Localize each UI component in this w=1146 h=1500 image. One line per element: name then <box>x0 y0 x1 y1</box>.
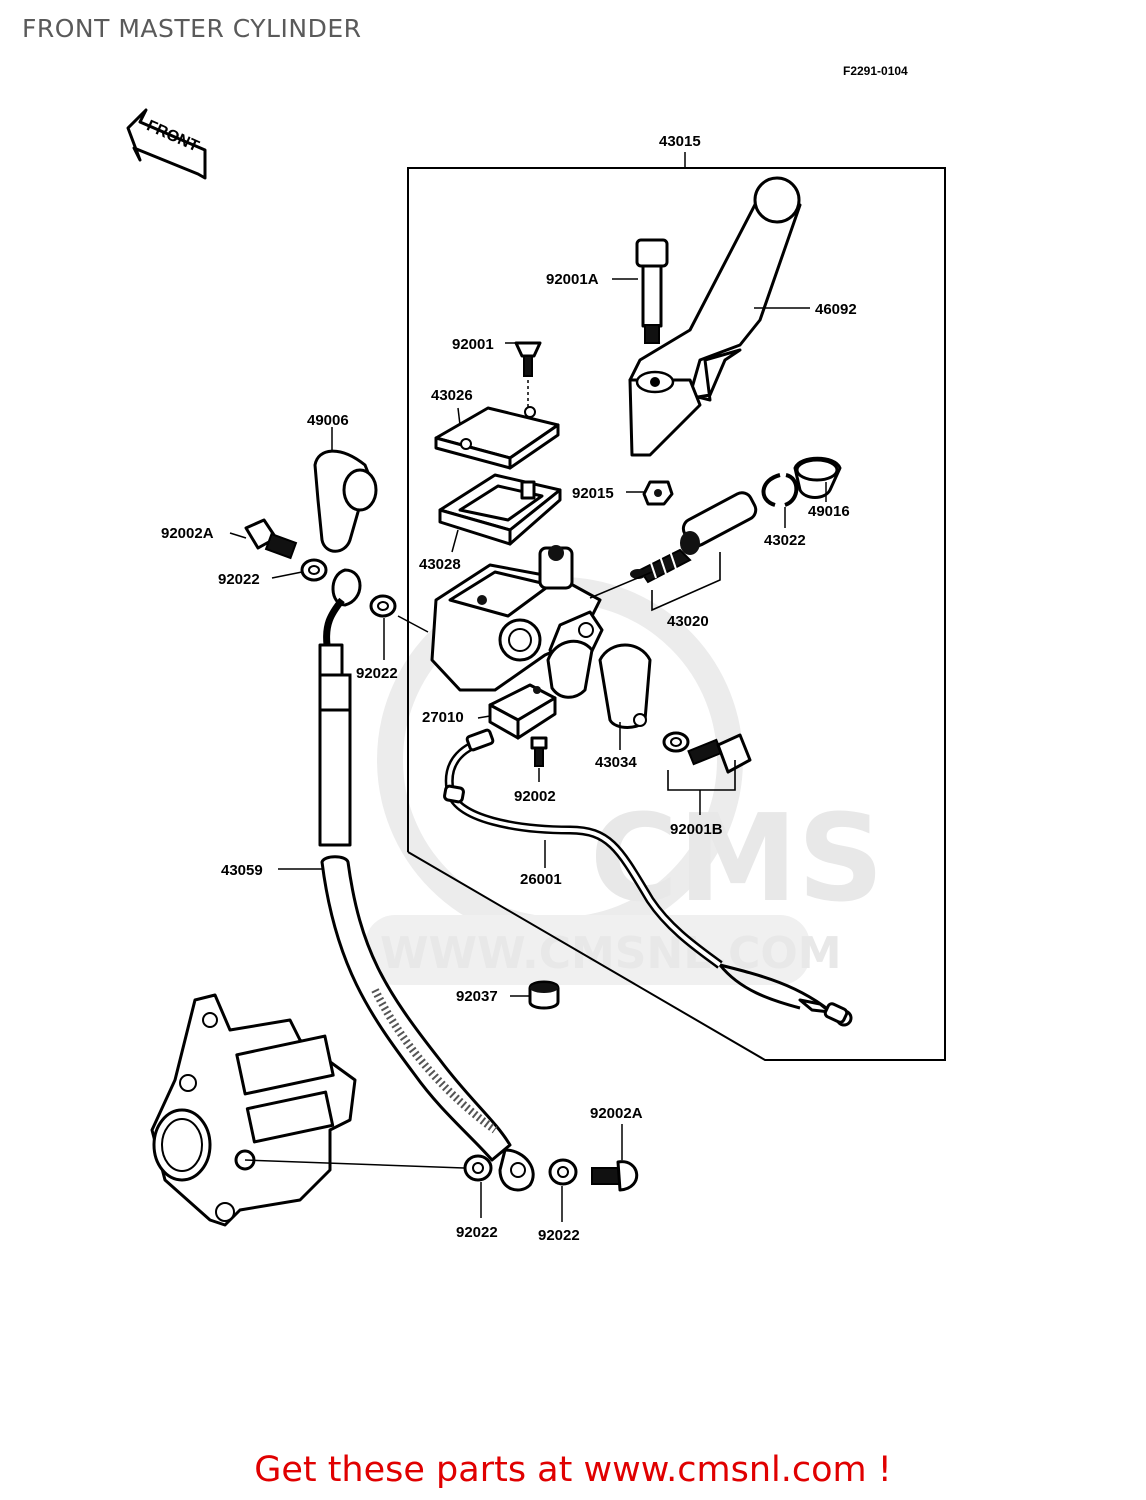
callout-27010: 27010 <box>422 709 464 726</box>
callout-49006: 49006 <box>307 412 349 429</box>
callout-49016: 49016 <box>808 503 850 520</box>
callout-46092: 46092 <box>815 301 857 318</box>
watermark-url: WWW.CMSNL.COM <box>380 928 842 979</box>
circlip <box>761 473 799 507</box>
callout-92022-a: 92022 <box>218 571 260 588</box>
callout-43020: 43020 <box>667 613 709 630</box>
callout-92002A-bottom: 92002A <box>590 1105 643 1122</box>
callout-26001: 26001 <box>520 871 562 888</box>
callout-92002A-top: 92002A <box>161 525 214 542</box>
front-arrow-icon: FRONT <box>126 108 207 180</box>
callout-92015: 92015 <box>572 485 614 502</box>
callout-92022-d: 92022 <box>538 1227 580 1244</box>
callout-43022: 43022 <box>764 532 806 549</box>
handlebar-clamp <box>546 639 652 729</box>
callout-92001B: 92001B <box>670 821 723 838</box>
banjo-bolt-top <box>244 518 298 560</box>
cap-nut <box>642 480 674 506</box>
pivot-bolt <box>635 238 669 344</box>
page-title: FRONT MASTER CYLINDER <box>22 14 362 43</box>
grommet <box>528 980 560 1010</box>
callout-92022-b: 92022 <box>356 665 398 682</box>
brake-hose <box>318 568 535 1192</box>
brake-light-switch <box>488 683 557 740</box>
reservoir-diaphragm <box>438 473 562 546</box>
callout-92002: 92002 <box>514 788 556 805</box>
brake-caliper <box>150 993 357 1227</box>
diagram-code: F2291-0104 <box>843 64 908 78</box>
callout-43034: 43034 <box>595 754 637 771</box>
callout-92001: 92001 <box>452 336 494 353</box>
reservoir-cap <box>434 406 560 470</box>
callout-43015: 43015 <box>659 133 701 150</box>
banjo-cover <box>313 449 378 553</box>
banjo-bolt-bottom <box>591 1160 639 1192</box>
watermark-brand: CMS <box>590 790 884 929</box>
callout-92001A: 92001A <box>546 271 599 288</box>
callout-43059: 43059 <box>221 862 263 879</box>
switch-wire-harness <box>443 728 853 1027</box>
callout-43026: 43026 <box>431 387 473 404</box>
callout-labels: 43015 46092 92001A 92001 43026 49006 920… <box>161 133 857 1244</box>
reservoir-cap-screw <box>514 341 542 410</box>
callout-92022-c: 92022 <box>456 1224 498 1241</box>
footer-promo-link[interactable]: Get these parts at www.cmsnl.com ! <box>254 1450 892 1490</box>
dust-boot <box>793 456 842 499</box>
piston-assembly <box>630 491 758 612</box>
clamp-bolt <box>662 731 752 791</box>
callout-92037: 92037 <box>456 988 498 1005</box>
switch-screw <box>530 736 548 767</box>
callout-43028: 43028 <box>419 556 461 573</box>
master-cylinder-body <box>430 545 604 692</box>
leader-lines <box>229 278 827 1222</box>
assembly-bracket-43015 <box>407 152 946 1061</box>
watermark: CMS WWW.CMSNL.COM <box>365 577 884 985</box>
brake-lever <box>628 176 802 457</box>
